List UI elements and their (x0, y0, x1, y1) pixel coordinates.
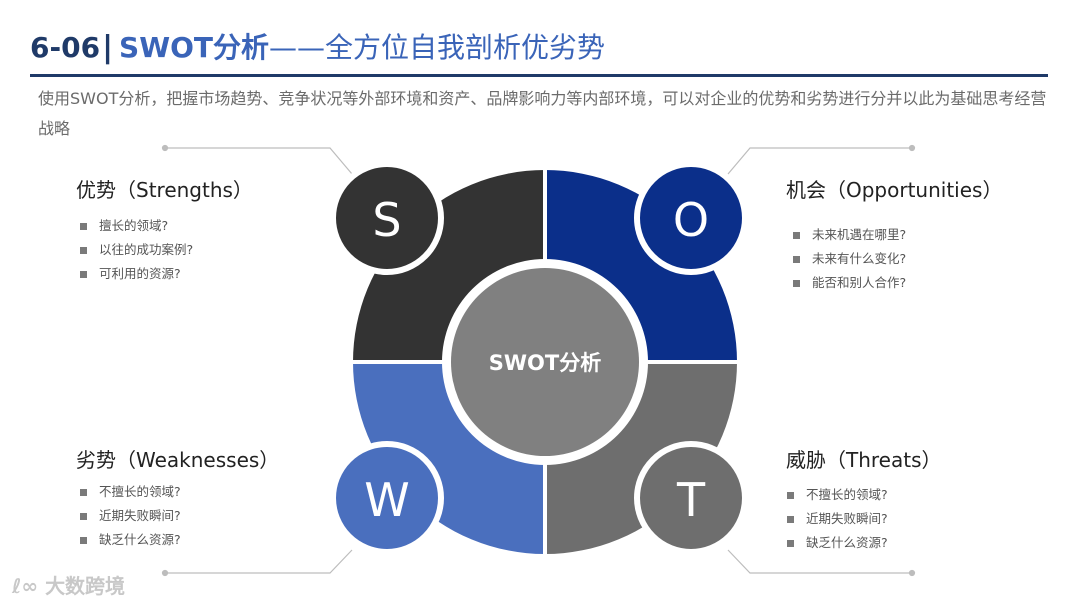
threats-list: 不擅长的领域? 近期失败瞬间? 缺乏什么资源? (787, 483, 888, 555)
page-title: 6-06 | SWOT分析 ——全方位自我剖析优劣势 (30, 26, 605, 68)
letter-s: S (372, 193, 401, 247)
letter-t: T (676, 473, 706, 527)
bullet-square-icon (80, 270, 87, 278)
center-label: SWOT分析 (489, 351, 601, 375)
section-number: 6-06 (30, 31, 101, 64)
bullet-square-icon (80, 246, 87, 254)
list-item: 擅长的领域? (80, 214, 193, 238)
letter-o: O (673, 193, 709, 247)
intro-text: 使用SWOT分析，把握市场趋势、竞争状况等外部环境和资产、品牌影响力等内部环境，… (38, 89, 1047, 138)
strengths-title: 优势（Strengths） (76, 178, 253, 202)
bullet-square-icon (80, 488, 87, 496)
segment-threats (545, 362, 737, 554)
bullet-square-icon (793, 231, 800, 239)
strengths-list: 擅长的领域? 以往的成功案例? 可利用的资源? (80, 214, 193, 286)
list-item: 近期失败瞬间? (787, 507, 888, 531)
connector-s (165, 147, 353, 175)
bullet-square-icon (793, 255, 800, 263)
segment-strengths (353, 170, 545, 362)
title-underline (30, 74, 1048, 77)
badge-s (330, 161, 444, 275)
watermark-logo-icon: ℓ∞ (12, 574, 39, 598)
center-circle (451, 268, 639, 456)
title-separator: | (102, 30, 114, 65)
list-item: 未来有什么变化? (793, 247, 906, 271)
connector-w (165, 549, 353, 574)
opportunities-list: 未来机遇在哪里? 未来有什么变化? 能否和别人合作? (793, 223, 906, 295)
opportunities-title: 机会（Opportunities） (786, 178, 1003, 202)
bullet-square-icon (787, 515, 794, 523)
watermark-logo: ℓ∞ 大数跨境 (12, 574, 126, 598)
badge-o (634, 161, 748, 275)
weaknesses-title: 劣势（Weaknesses） (76, 448, 280, 472)
bullet-square-icon (793, 279, 800, 287)
bullet-square-icon (80, 512, 87, 520)
list-item: 不擅长的领域? (787, 483, 888, 507)
title-swot: SWOT分析 (119, 31, 270, 64)
badge-w (330, 441, 444, 555)
segment-opportunities (545, 170, 737, 362)
threats-title: 威胁（Threats） (786, 448, 942, 472)
list-item: 未来机遇在哪里? (793, 223, 906, 247)
bullet-square-icon (787, 491, 794, 499)
badge-t (634, 441, 748, 555)
list-item: 可利用的资源? (80, 262, 193, 286)
bullet-square-icon (80, 536, 87, 544)
list-item: 缺乏什么资源? (80, 528, 181, 552)
bullet-square-icon (80, 222, 87, 230)
title-subtitle: ——全方位自我剖析优劣势 (269, 31, 606, 64)
connector-o (727, 147, 912, 175)
bullet-square-icon (787, 539, 794, 547)
list-item: 近期失败瞬间? (80, 504, 181, 528)
letter-w: W (364, 473, 409, 527)
weaknesses-list: 不擅长的领域? 近期失败瞬间? 缺乏什么资源? (80, 480, 181, 552)
connector-t (727, 549, 912, 574)
list-item: 缺乏什么资源? (787, 531, 888, 555)
list-item: 以往的成功案例? (80, 238, 193, 262)
segment-weaknesses (353, 362, 545, 554)
list-item: 不擅长的领域? (80, 480, 181, 504)
list-item: 能否和别人合作? (793, 271, 906, 295)
